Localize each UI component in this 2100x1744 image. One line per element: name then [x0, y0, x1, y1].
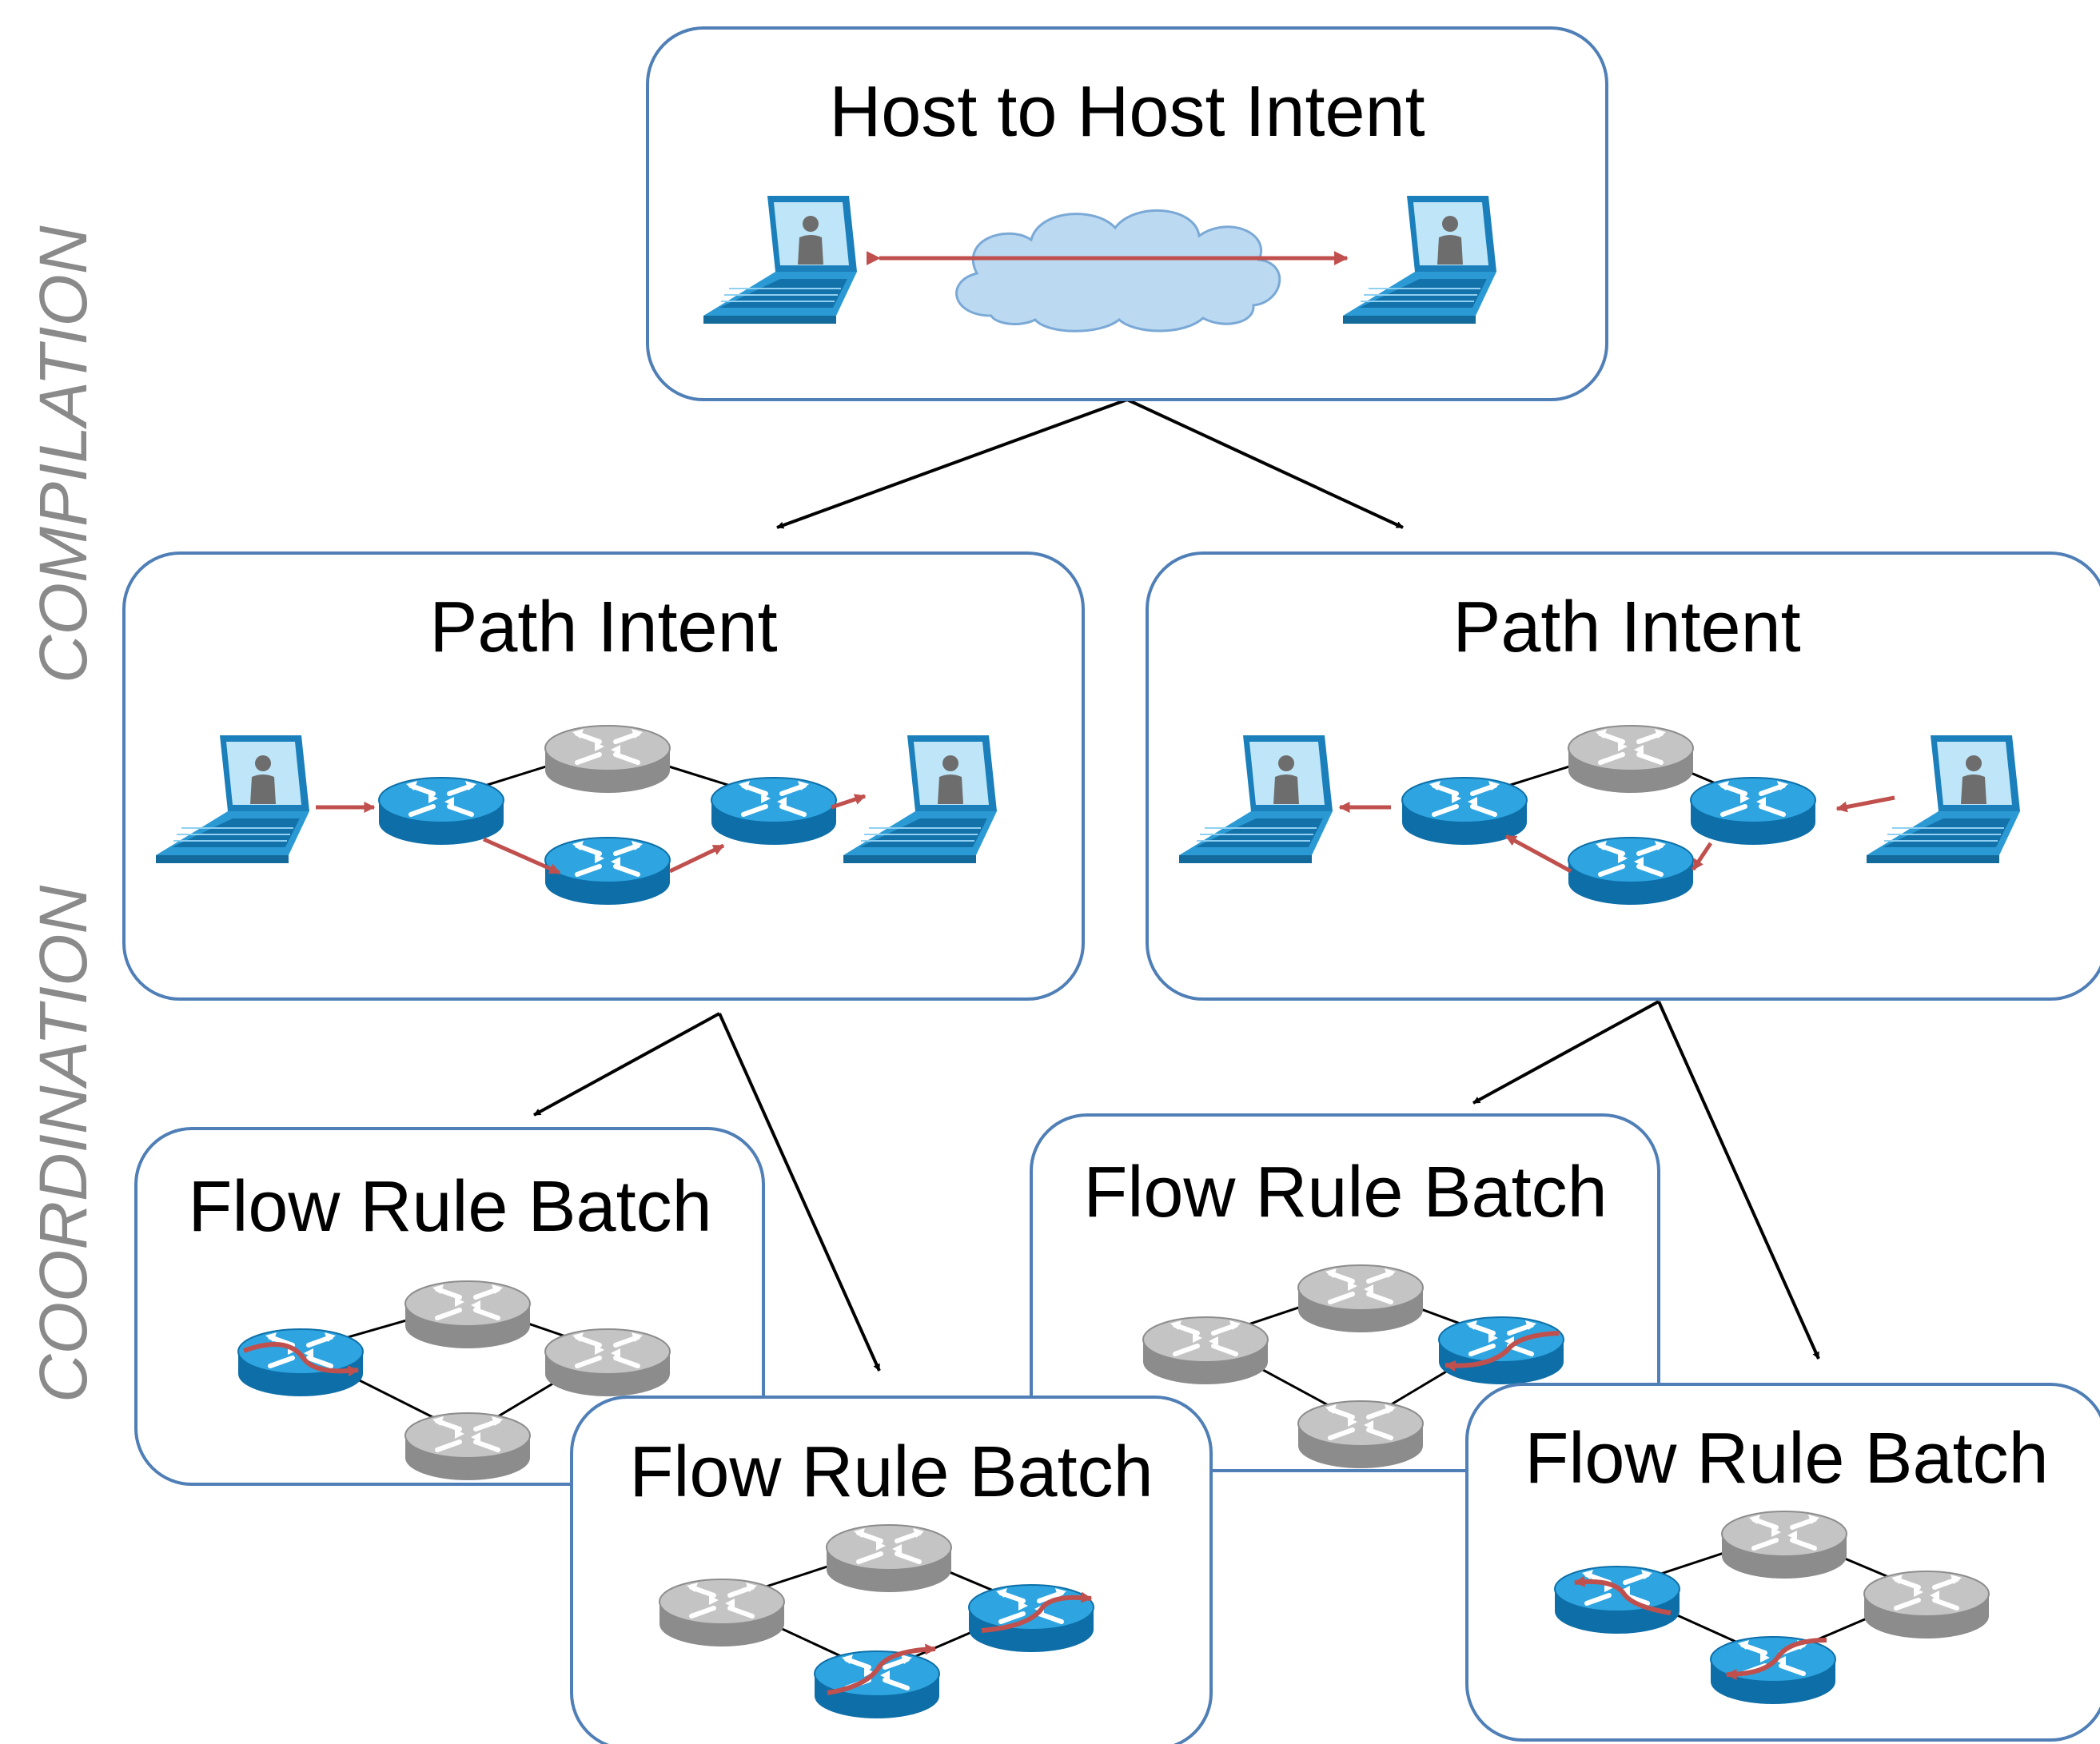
flow-batch-2-title: Flow Rule Batch — [629, 1432, 1153, 1512]
router-icon — [405, 1413, 530, 1480]
flow-batch-2-box: Flow Rule Batch — [570, 1396, 1213, 1744]
arrow-path-left-to-batch-1 — [533, 1012, 720, 1117]
path-intent-left-box: Path Intent — [122, 551, 1085, 1001]
router-icon — [1555, 1567, 1680, 1634]
flow-batch-4-box: Flow Rule Batch — [1465, 1383, 2100, 1742]
router-icon — [1722, 1511, 1847, 1579]
router-icon — [545, 726, 670, 793]
path-intent-right-box: Path Intent — [1146, 551, 2100, 1001]
arrow-host-to-path-right — [1126, 398, 1404, 529]
flow-batch-1-box: Flow Rule Batch — [134, 1127, 765, 1486]
coordination-label: COORDINATION — [26, 886, 101, 1403]
router-icon — [1439, 1317, 1564, 1384]
tree-arrows — [533, 398, 1820, 1372]
router-icon — [815, 1651, 939, 1718]
router-icon — [1568, 838, 1693, 905]
cloud-icon — [955, 209, 1281, 332]
router-icon — [1864, 1571, 1989, 1638]
router-icon — [1298, 1401, 1423, 1468]
path-intent-right-title: Path Intent — [1452, 587, 1800, 667]
arrow-path-right-to-batch-4 — [1657, 1001, 1820, 1360]
host-intent-title: Host to Host Intent — [829, 72, 1425, 152]
flow-batch-3-box: Flow Rule Batch — [1030, 1113, 1660, 1472]
router-icon — [545, 838, 670, 905]
router-icon — [827, 1525, 951, 1592]
router-icon — [545, 1329, 670, 1396]
flow-batch-3-title: Flow Rule Batch — [1083, 1153, 1607, 1232]
router-icon — [1143, 1317, 1268, 1384]
router-icon — [379, 778, 504, 845]
arrow-host-to-path-left — [776, 398, 1128, 529]
arrow-path-left-to-batch-2 — [718, 1013, 881, 1372]
router-icon — [1691, 778, 1815, 845]
router-icon — [405, 1281, 530, 1348]
router-icon — [1568, 726, 1693, 793]
path-intent-left-title: Path Intent — [429, 587, 777, 667]
router-icon — [238, 1329, 363, 1396]
flow-batch-1-title: Flow Rule Batch — [188, 1167, 711, 1247]
router-icon — [711, 778, 836, 845]
compilation-label: COMPILATION — [26, 225, 101, 683]
router-icon — [1402, 778, 1527, 845]
host-intent-box: Host to Host Intent — [646, 26, 1608, 401]
router-icon — [659, 1579, 784, 1646]
router-icon — [1711, 1637, 1835, 1704]
flow-batch-4-title: Flow Rule Batch — [1524, 1419, 2048, 1499]
router-icon — [1298, 1265, 1423, 1332]
arrow-path-right-to-batch-3 — [1472, 1000, 1660, 1105]
